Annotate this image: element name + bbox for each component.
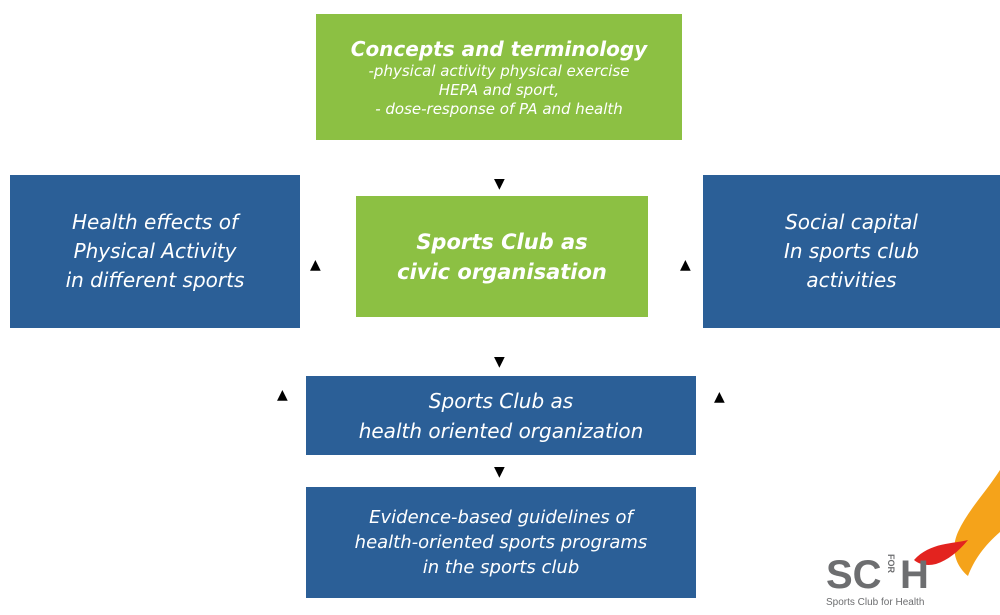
health-effects-box: Health effects of Physical Activity in d… <box>10 175 300 328</box>
evidence-guidelines-box: Evidence-based guidelines of health-orie… <box>306 487 696 598</box>
concepts-line-1: -physical activity physical exercise <box>368 61 630 80</box>
social-capital-line-3: activities <box>806 268 897 292</box>
health-effects-line-2: Physical Activity <box>73 239 237 263</box>
arrow-up-icon: ▲ <box>277 387 288 403</box>
health-org-line-2: health oriented organization <box>358 418 644 443</box>
logo-flame-orange-icon <box>954 470 1000 576</box>
guidelines-line-2: health-oriented sports programs <box>354 532 648 553</box>
social-capital-line-1: Social capital <box>785 210 918 234</box>
social-capital-line-2: In sports club <box>783 239 920 263</box>
social-capital-box: Social capital In sports club activities <box>703 175 1000 328</box>
civic-line-2: civic organisation <box>397 259 607 284</box>
guidelines-line-1: Evidence-based guidelines of <box>369 507 633 528</box>
concepts-line-3: - dose-response of PA and health <box>375 99 623 118</box>
civic-line-1: Sports Club as <box>416 229 588 254</box>
logo-sc-text: SC <box>826 553 882 597</box>
arrow-up-icon: ▲ <box>714 389 725 405</box>
arrow-up-icon: ▲ <box>680 257 691 273</box>
concepts-line-2: HEPA and sport, <box>438 80 560 99</box>
arrow-down-icon: ▼ <box>494 176 505 192</box>
sports-club-for-health-logo: SC FOR H Sports Club for Health <box>826 470 1000 608</box>
concepts-title: Concepts and terminology <box>350 36 648 61</box>
logo-tagline: Sports Club for Health <box>826 597 924 608</box>
health-effects-line-1: Health effects of <box>72 210 238 234</box>
logo-flame-red-icon <box>914 540 968 565</box>
concepts-terminology-box: Concepts and terminology -physical activ… <box>316 14 682 140</box>
health-effects-line-3: in different sports <box>65 268 245 292</box>
civic-organisation-box: Sports Club as civic organisation <box>356 196 648 317</box>
arrow-down-icon: ▼ <box>494 464 505 480</box>
logo-h-text: H <box>900 553 929 597</box>
health-org-line-1: Sports Club as <box>428 388 574 413</box>
arrow-up-icon: ▲ <box>310 257 321 273</box>
arrow-down-icon: ▼ <box>494 354 505 370</box>
health-oriented-organization-box: Sports Club as health oriented organizat… <box>306 376 696 455</box>
guidelines-line-3: in the sports club <box>422 557 580 578</box>
logo-for-text: FOR <box>886 554 896 573</box>
